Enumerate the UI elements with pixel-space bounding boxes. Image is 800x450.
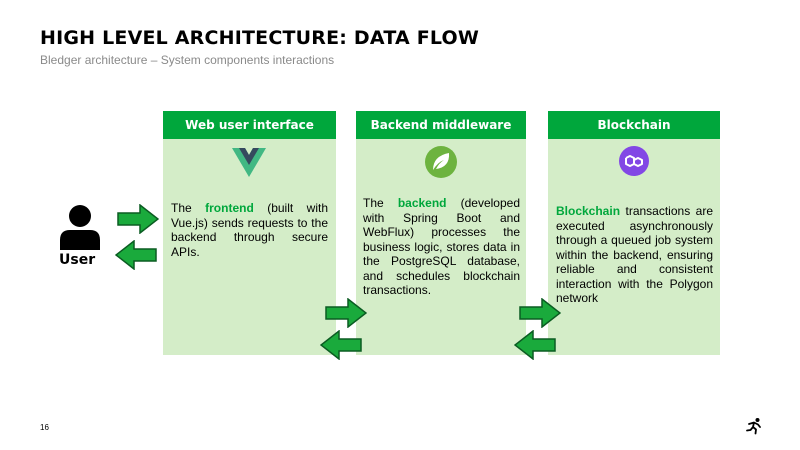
running-figure-icon (746, 418, 761, 435)
column-header-backend: Backend middleware (356, 111, 526, 139)
arrow-left-icon (320, 330, 362, 360)
arrow-left-icon (514, 330, 556, 360)
polygon-logo-icon (619, 146, 649, 176)
page-number: 16 (40, 423, 49, 432)
arrow-right-icon (117, 204, 159, 234)
user-icon (60, 205, 100, 250)
page-subtitle: Bledger architecture – System components… (40, 53, 335, 67)
column-header-frontend: Web user interface (163, 111, 336, 139)
page-title: HIGH LEVEL ARCHITECTURE: DATA FLOW (40, 27, 480, 49)
arrow-right-icon (325, 298, 367, 328)
highlight-frontend: frontend (205, 201, 254, 215)
column-text-blockchain: Blockchain transactions are executed asy… (556, 204, 713, 305)
column-text-frontend: The frontend (built with Vue.js) sends r… (171, 201, 328, 259)
arrow-right-icon (519, 298, 561, 328)
column-header-blockchain: Blockchain (548, 111, 720, 139)
column-text-backend: The backend (developed with Spring Boot … (363, 196, 521, 297)
highlight-blockchain: Blockchain (556, 204, 621, 218)
user-label: User (59, 252, 96, 268)
spring-leaf-icon (425, 146, 457, 178)
vue-logo-icon (232, 148, 266, 177)
arrow-left-icon (115, 240, 157, 270)
highlight-backend: backend (397, 196, 447, 210)
